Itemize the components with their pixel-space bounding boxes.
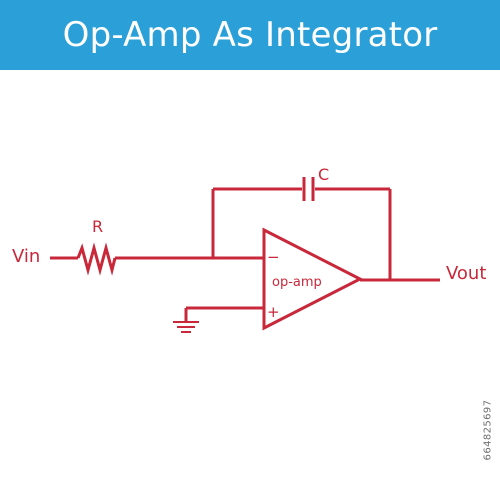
resistor-symbol [76,242,117,276]
stock-id-text: 664825697 [482,399,494,461]
ground-icon [173,321,199,333]
circuit-diagram: Vin R C − op-amp + Vout [12,165,486,333]
opamp-label: op-amp [272,275,322,290]
capacitor-label: C [318,165,329,184]
stock-id-watermark: 664825697 [476,360,500,500]
title-banner: Op-Amp As Integrator [0,0,500,70]
resistor-label: R [92,217,103,236]
vin-label: Vin [12,246,40,267]
opamp-triangle [262,227,364,331]
inverting-input-label: − [267,248,280,266]
vout-label: Vout [446,263,486,284]
page-title: Op-Amp As Integrator [62,15,438,55]
non-inverting-input-label: + [267,303,280,321]
